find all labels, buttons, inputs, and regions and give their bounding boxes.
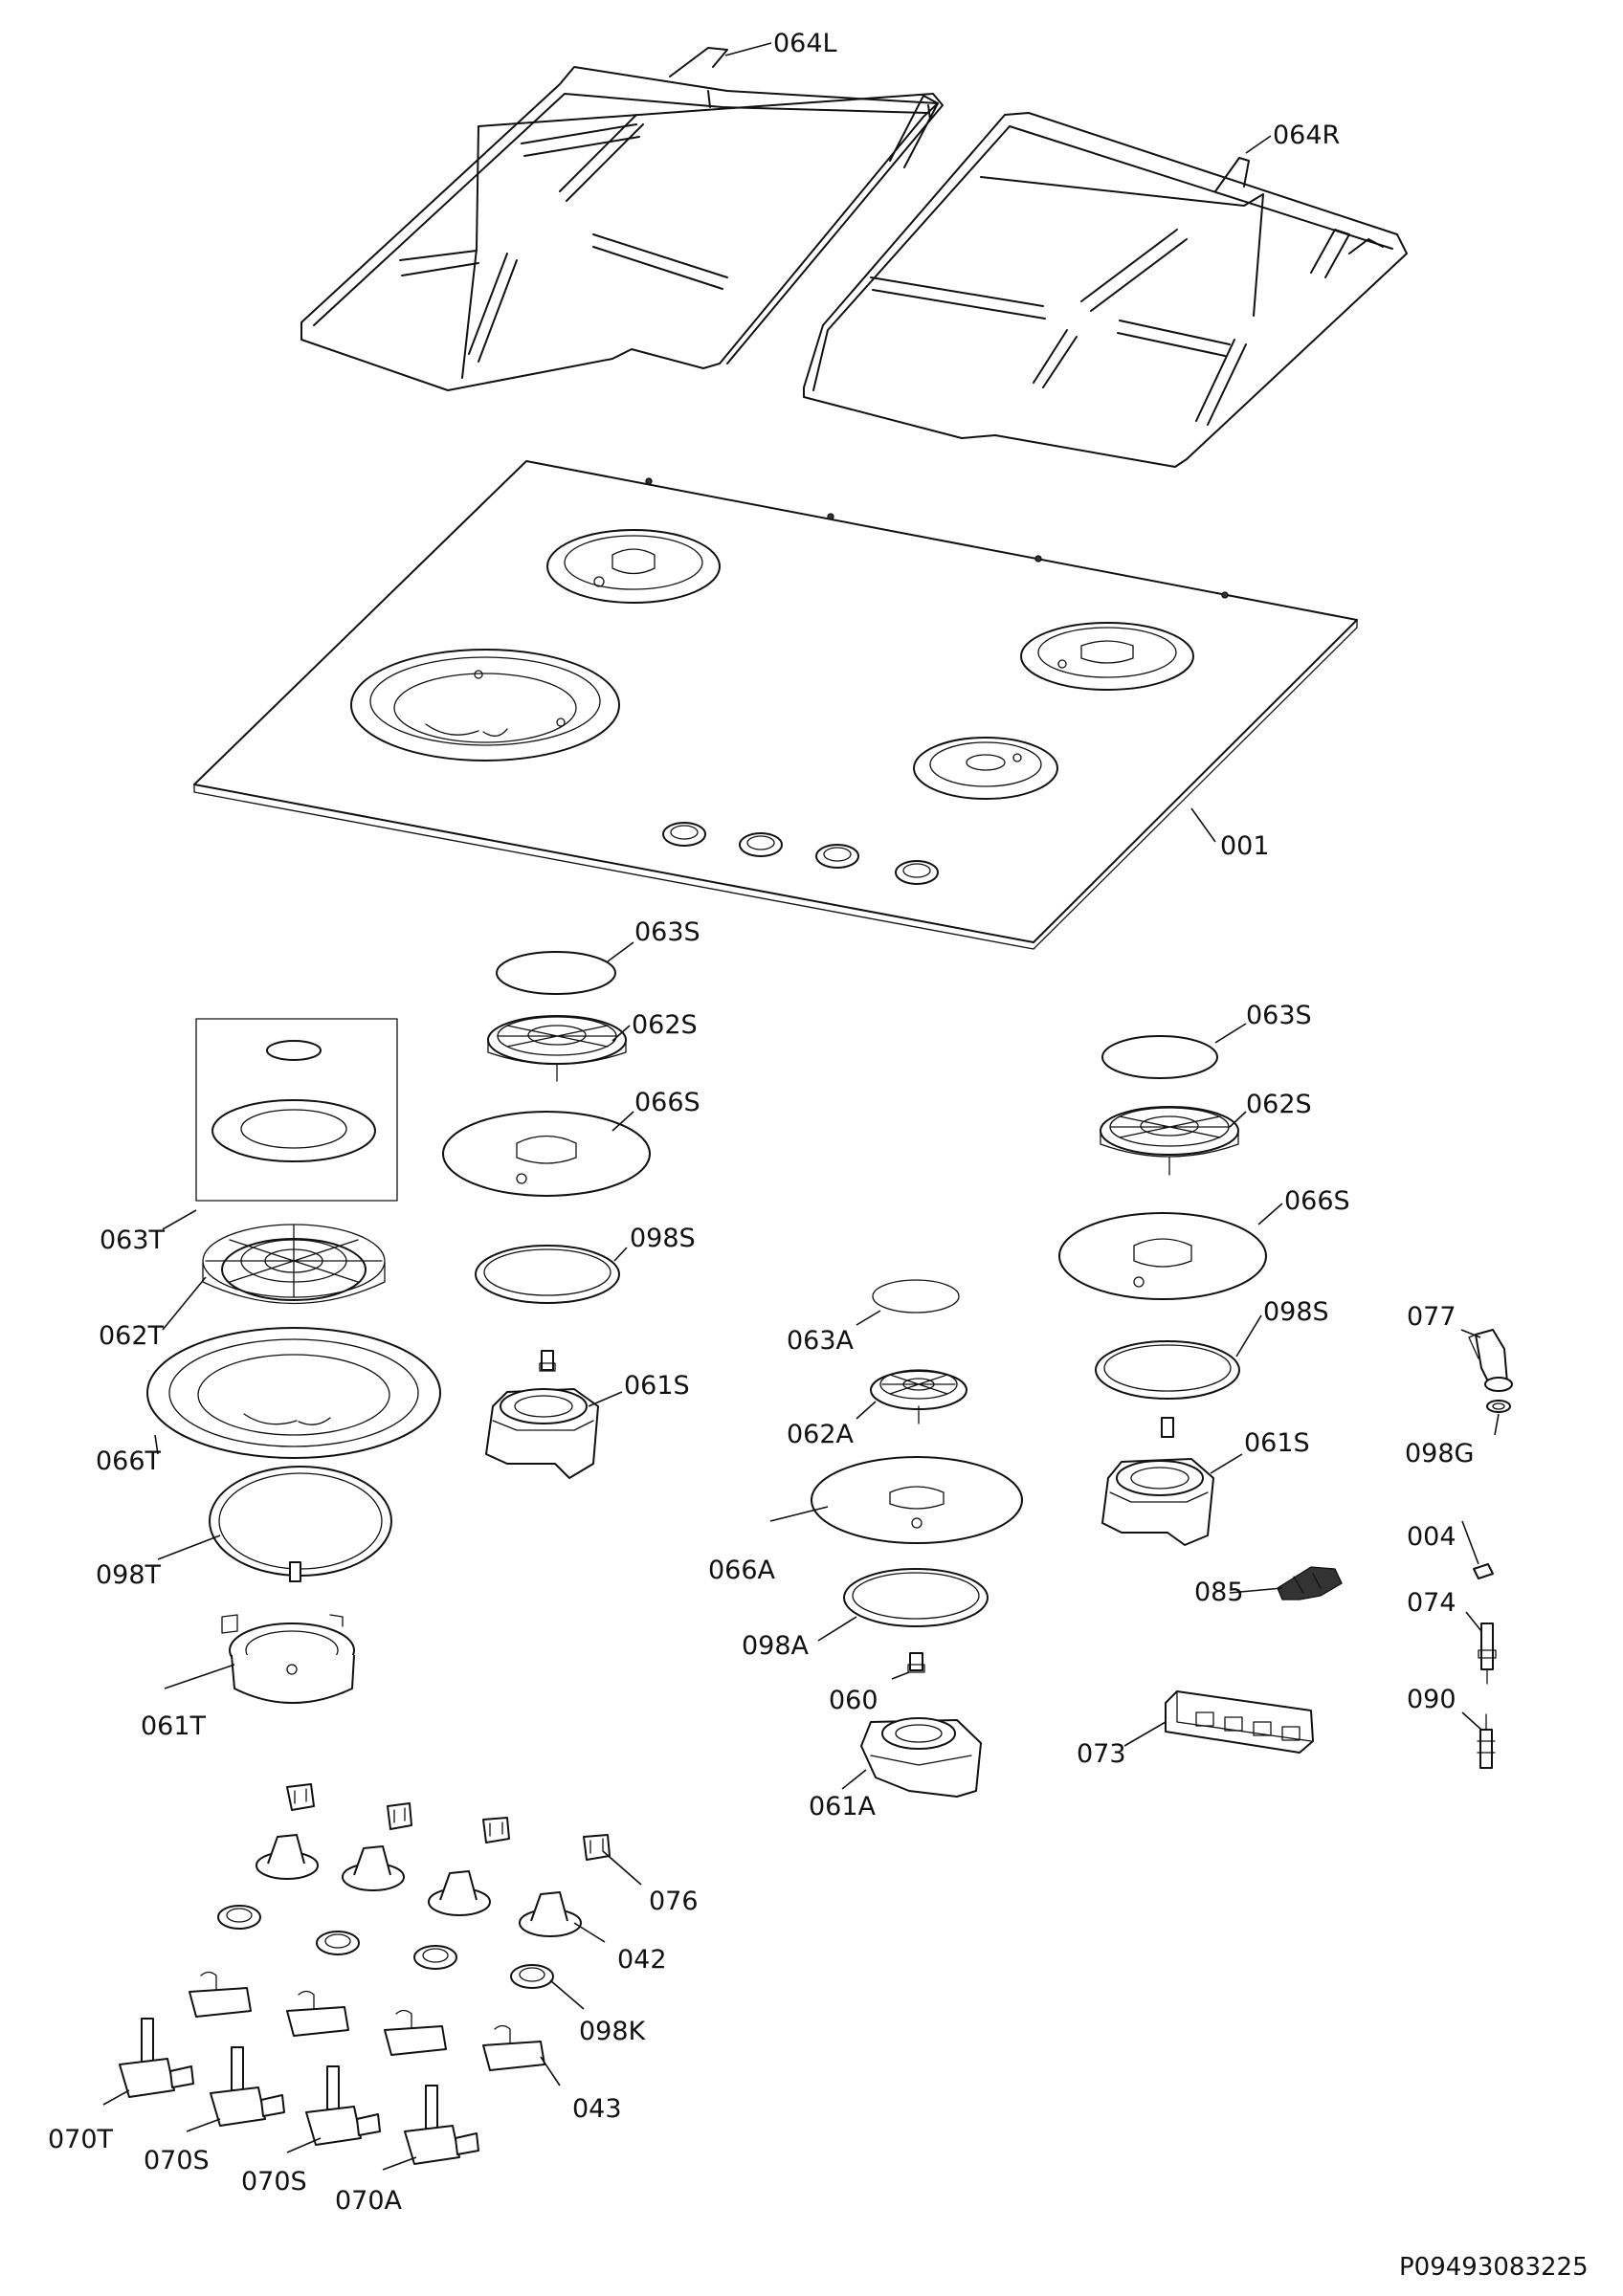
document-code: P09493083225 [1399,2253,1589,2282]
label-cap-aux: 063A [787,1326,855,1356]
label-cap-triple: 063T [100,1225,166,1255]
label-ring-aux: 098A [742,1631,810,1661]
gas-valves [119,2018,479,2165]
label-knob: 042 [617,1945,667,1975]
label-spill-semi-right: 066S [1284,1186,1350,1216]
switch-block-073 [1165,1690,1314,1754]
label-body-triple: 061T [141,1711,207,1741]
knob-springs [286,1783,611,1861]
label-grid-right: 064R [1273,121,1340,150]
label-spring: 076 [649,1887,699,1916]
thermocouple-074 [1478,1623,1497,1685]
part-labels: 064L 064R 001 063S 062S 066S 063T 098S 0… [48,29,1589,2282]
label-ignition-plug: 090 [1407,1685,1456,1714]
microswitches [189,1971,545,2071]
label-switch-block: 073 [1077,1739,1126,1769]
label-bezel: 098K [579,2017,647,2046]
pan-support-right [803,112,1408,468]
semi-rapid-left-stack [442,951,651,1479]
triple-crown-stack [146,1018,441,1704]
label-injector: 060 [829,1686,878,1715]
label-crown-aux: 062A [787,1420,855,1449]
semi-rapid-right-stack [1058,1035,1267,1546]
label-ring-triple: 098T [96,1560,162,1590]
pan-support-left [300,47,944,391]
label-microswitch: 043 [572,2094,622,2124]
label-gasket: 098G [1405,1439,1474,1468]
label-thermocouple: 074 [1407,1588,1456,1618]
label-ignition-unit: 085 [1194,1578,1244,1607]
label-crown-semi-top: 062S [632,1010,698,1040]
knob-holes [662,822,939,885]
label-cap-semi-top: 063S [634,917,700,947]
label-valve-semi-2: 070S [241,2167,307,2197]
label-spill-aux: 066A [708,1556,776,1585]
label-body-semi-left: 061S [624,1371,690,1401]
label-valve-aux: 070A [335,2186,403,2216]
ignition-unit-085 [1277,1566,1343,1601]
knobs [256,1834,582,1937]
label-valve-triple: 070T [48,2125,114,2154]
bezels [217,1905,554,1989]
label-crown-triple: 062T [99,1321,165,1351]
hob-top-plate [193,460,1358,950]
auxiliary-burner-stack [811,1279,1023,1798]
label-clip: 004 [1407,1522,1456,1552]
label-ring-semi-left: 098S [630,1224,696,1253]
label-grid-left: 064L [773,29,837,58]
label-body-semi-right: 061S [1244,1428,1310,1458]
label-spill-semi-top: 066S [634,1088,700,1117]
leader-lines [102,42,1500,2171]
gasket-098g [1486,1400,1511,1413]
label-cap-semi-right: 063S [1246,1001,1312,1030]
label-spill-triple: 066T [96,1446,162,1476]
label-body-aux: 061A [809,1792,877,1821]
ignition-plug-090 [1477,1713,1496,1769]
label-elbow: 077 [1407,1302,1456,1332]
label-crown-semi-right: 062S [1246,1090,1312,1119]
label-ring-semi-right: 098S [1263,1297,1329,1327]
elbow-fitting-077 [1468,1329,1513,1392]
clip-004 [1473,1563,1494,1579]
label-valve-semi-1: 070S [144,2146,210,2175]
label-hob-top: 001 [1220,831,1270,861]
